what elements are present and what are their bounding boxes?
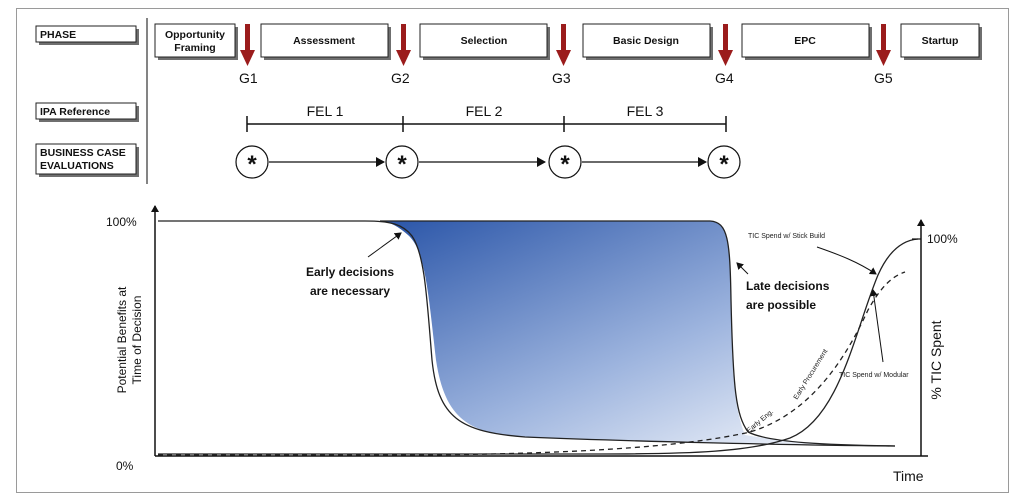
gate-arrow-icon xyxy=(396,24,411,66)
business-case-label: BUSINESS CASE EVALUATIONS xyxy=(35,143,139,177)
fel-timeline xyxy=(246,116,727,132)
ipa-reference-label: IPA Reference xyxy=(35,102,139,122)
svg-text:EPC: EPC xyxy=(794,35,816,47)
gate-label-g1: G1 xyxy=(239,70,258,86)
svg-text:IPA Reference: IPA Reference xyxy=(40,106,110,118)
stick-build-text: TIC Spend w/ Stick Build xyxy=(748,233,825,240)
evaluation-marker: * xyxy=(385,145,419,179)
benefit-curve-chart: Early decisions are necessary Late decis… xyxy=(106,205,958,484)
y-right-axis-title: % TIC Spent xyxy=(928,320,944,399)
gate-label-g5: G5 xyxy=(874,70,893,86)
y-right-100-label: 100% xyxy=(927,232,958,246)
fel-label-3: FEL 3 xyxy=(627,103,664,119)
modular-annotation-arrow xyxy=(869,289,884,363)
gate-arrow-icon xyxy=(876,24,891,66)
early-decisions-text-2: are necessary xyxy=(310,284,390,298)
svg-text:Basic Design: Basic Design xyxy=(613,35,679,47)
phase-box-epc: EPC xyxy=(741,23,872,60)
svg-text:Framing: Framing xyxy=(174,42,215,54)
svg-text:Opportunity: Opportunity xyxy=(165,29,225,41)
gate-label-g4: G4 xyxy=(715,70,734,86)
svg-text:BUSINESS CASE: BUSINESS CASE xyxy=(40,147,126,159)
phase-box-startup: Startup xyxy=(900,23,982,60)
fel-label-2: FEL 2 xyxy=(466,103,503,119)
decision-window-fill xyxy=(380,221,895,446)
fel-label-1: FEL 1 xyxy=(307,103,344,119)
x-axis-title: Time xyxy=(893,468,924,484)
svg-text:Selection: Selection xyxy=(461,35,508,47)
y-left-100-label: 100% xyxy=(106,215,137,229)
y-left-axis-title-1: Potential Benefits at xyxy=(115,286,129,393)
svg-text:Startup: Startup xyxy=(922,35,959,47)
evaluation-marker: * xyxy=(235,145,269,179)
svg-text:EVALUATIONS: EVALUATIONS xyxy=(40,160,114,172)
late-decision-curve xyxy=(380,220,896,447)
stick-build-annotation-arrow xyxy=(816,246,877,275)
y-left-axis-title-2: Time of Decision xyxy=(130,296,144,385)
gate-arrows xyxy=(240,24,891,66)
phase-box-basic-design: Basic Design xyxy=(582,23,713,60)
svg-text:Assessment: Assessment xyxy=(293,35,355,47)
y-left-0-label: 0% xyxy=(116,459,134,473)
phase-box-opportunity-framing: Opportunity Framing xyxy=(154,23,238,60)
phase-label: PHASE xyxy=(35,25,139,45)
tic-stick-build-curve xyxy=(158,238,919,455)
early-decision-curve xyxy=(158,220,896,447)
gate-label-g2: G2 xyxy=(391,70,410,86)
late-decisions-text: Late decisions xyxy=(746,279,830,293)
gate-arrow-icon xyxy=(718,24,733,66)
phase-box-selection: Selection xyxy=(419,23,550,60)
early-decisions-text: Early decisions xyxy=(306,265,394,279)
evaluation-marker: * xyxy=(548,145,582,179)
modular-text: TIC Spend w/ Modular xyxy=(839,372,909,379)
svg-text:PHASE: PHASE xyxy=(40,29,76,41)
gate-arrow-icon xyxy=(240,24,255,66)
evaluation-marker: * xyxy=(707,145,741,179)
tic-modular-curve xyxy=(158,271,906,456)
gate-label-g3: G3 xyxy=(552,70,571,86)
business-case-evaluations: * * * * xyxy=(235,145,741,179)
svg-text:*: * xyxy=(560,151,570,178)
early-procurement-text: Early Procurement xyxy=(793,348,830,401)
svg-text:*: * xyxy=(397,151,407,178)
early-annotation-arrow xyxy=(367,232,402,258)
late-annotation-arrow xyxy=(736,262,749,275)
svg-text:*: * xyxy=(719,151,729,178)
early-eng-text: Early Eng. xyxy=(746,408,775,434)
gate-arrow-icon xyxy=(556,24,571,66)
late-decisions-text-2: are possible xyxy=(746,298,816,312)
phase-box-assessment: Assessment xyxy=(260,23,391,60)
svg-text:*: * xyxy=(247,151,257,178)
